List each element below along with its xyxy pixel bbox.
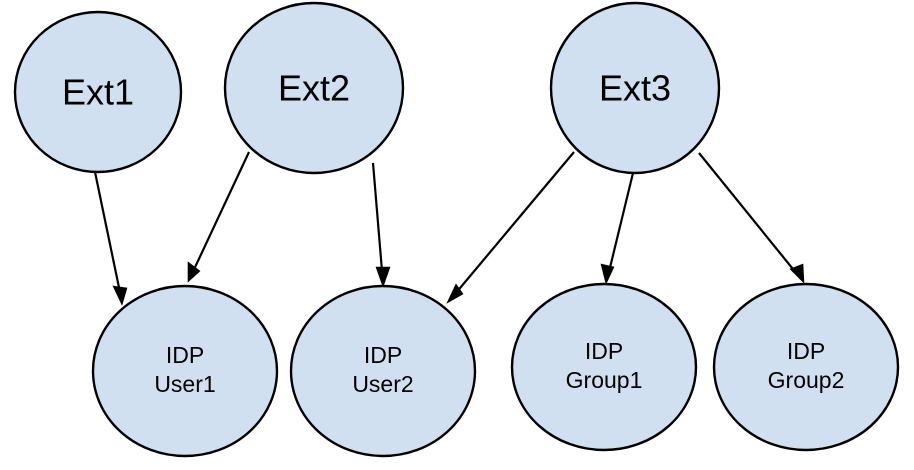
- node-idp-user1-label-line2: User1: [154, 371, 215, 397]
- node-ext1-label: Ext1: [62, 72, 134, 113]
- edge-line: [371, 162, 385, 284]
- node-idp-user1-shape: [91, 284, 279, 458]
- node-ext2[interactable]: Ext2: [223, 1, 405, 175]
- node-idp-user2-label-line1: IDP: [364, 342, 402, 368]
- node-ext3-shape: [549, 1, 721, 175]
- edge-ext1-to-idp-user1[interactable]: [93, 171, 128, 306]
- node-idp-group1-label-line2: Group1: [566, 367, 643, 393]
- edges-layer: [93, 151, 805, 306]
- edge-ext3-to-idp-group2[interactable]: [698, 152, 805, 284]
- node-idp-group2-shape: [712, 282, 900, 452]
- edge-line: [449, 151, 575, 301]
- node-idp-group1-shape: [510, 282, 698, 452]
- node-idp-user1-label-line1: IDP: [166, 342, 204, 368]
- node-idp-group2-label-line2: Group2: [768, 367, 845, 393]
- node-ext2-label: Ext2: [278, 68, 350, 109]
- arrowhead-icon: [789, 263, 805, 284]
- node-idp-user2[interactable]: IDP User2: [289, 284, 477, 458]
- node-idp-user2-label-line2: User2: [352, 371, 413, 397]
- arrowhead-icon: [446, 283, 464, 304]
- edge-ext2-to-idp-user2[interactable]: [371, 162, 391, 288]
- edge-ext3-to-idp-group1[interactable]: [600, 172, 635, 285]
- edge-line: [189, 151, 250, 279]
- arrowhead-icon: [600, 263, 615, 285]
- node-idp-group1[interactable]: IDP Group1: [510, 282, 698, 452]
- edge-line: [93, 171, 124, 303]
- edge-ext3-to-idp-user2[interactable]: [446, 151, 575, 304]
- edge-line: [698, 152, 802, 280]
- node-idp-group2-label-line1: IDP: [787, 338, 825, 364]
- node-ext3[interactable]: Ext3: [549, 1, 721, 175]
- node-ext2-shape: [223, 1, 405, 175]
- edge-line: [605, 172, 635, 281]
- arrowhead-icon: [187, 261, 201, 283]
- edge-ext2-to-idp-user1[interactable]: [187, 151, 250, 283]
- node-ext1-shape: [13, 10, 183, 174]
- arrowhead-icon: [375, 266, 391, 288]
- node-idp-group2[interactable]: IDP Group2: [712, 282, 900, 452]
- nodes-layer: Ext1 Ext2 Ext3 IDP User1 IDP User2 IDP: [13, 1, 900, 458]
- node-idp-user1[interactable]: IDP User1: [91, 284, 279, 458]
- arrowhead-icon: [112, 285, 128, 306]
- node-ext1[interactable]: Ext1: [13, 10, 183, 174]
- node-idp-user2-shape: [289, 284, 477, 458]
- node-ext3-label: Ext3: [599, 68, 671, 109]
- node-idp-group1-label-line1: IDP: [585, 338, 623, 364]
